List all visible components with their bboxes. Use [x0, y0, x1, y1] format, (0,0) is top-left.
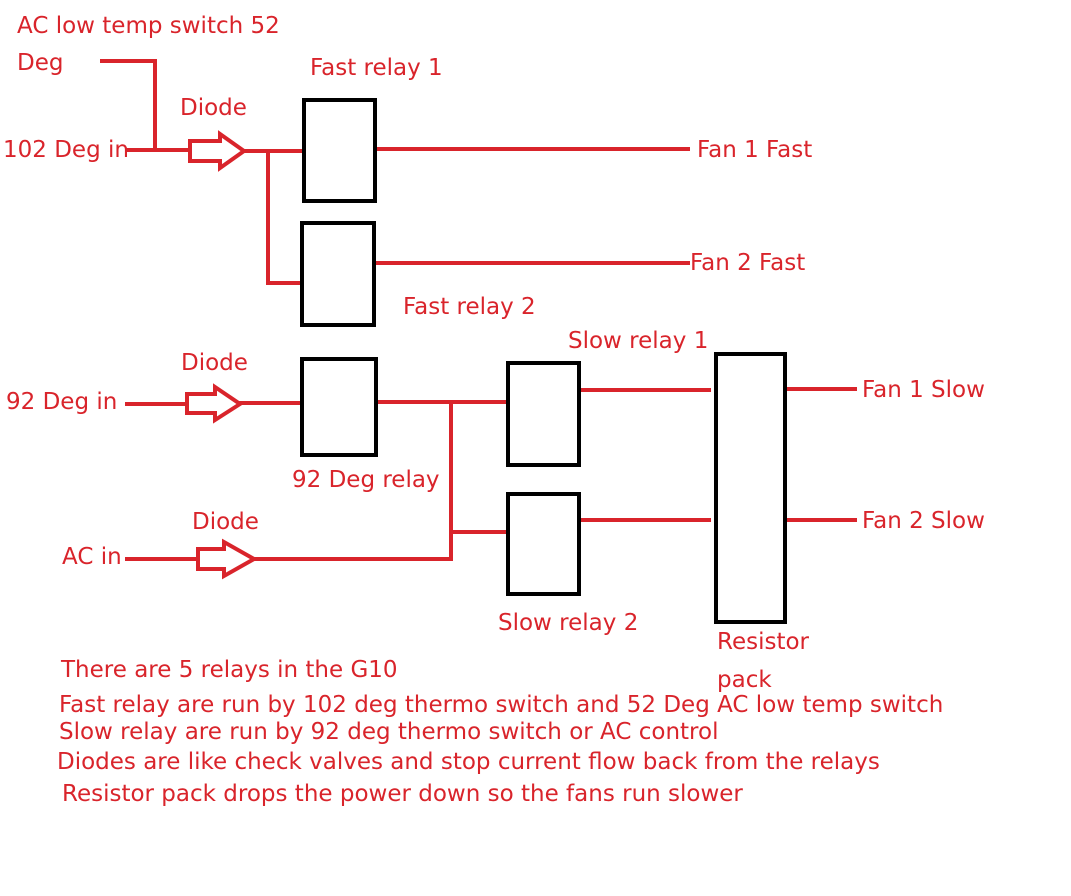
diode-bottom-label: Diode [192, 509, 259, 535]
wires [100, 59, 857, 561]
fan1-slow-label: Fan 1 Slow [862, 377, 985, 403]
ac-low-temp-switch-label-deg: Deg [17, 50, 64, 76]
note-line-3: Slow relay are run by 92 deg thermo swit… [59, 719, 719, 745]
92-deg-relay-label: 92 Deg relay [292, 467, 440, 493]
diode-bottom-arrow-icon [196, 538, 259, 580]
note-line-2: Fast relay are run by 102 deg thermo swi… [59, 692, 944, 718]
fast-relay-2-box [300, 221, 376, 327]
note-line-5: Resistor pack drops the power down so th… [62, 781, 743, 807]
diode-top-label: Diode [180, 95, 247, 121]
resistor-pack-label: Resistor [717, 629, 809, 655]
note-line-4: Diodes are like check valves and stop cu… [57, 749, 880, 775]
fast-relay-1-label: Fast relay 1 [310, 55, 443, 81]
fast-relay-2-feed-wire [266, 149, 305, 285]
slow-relay-2-label: Slow relay 2 [498, 610, 639, 636]
fast-relay-1-box [302, 98, 377, 203]
fan1-fast-label: Fan 1 Fast [697, 137, 813, 163]
diode-top-arrow-icon [188, 130, 248, 172]
92-deg-relay-box [300, 357, 378, 457]
note-line-1: There are 5 relays in the G10 [61, 657, 398, 683]
92-deg-in-label: 92 Deg in [6, 389, 118, 415]
diode-mid-arrow-icon [185, 383, 244, 424]
ac-in-label: AC in [62, 544, 122, 570]
fan2-slow-label: Fan 2 Slow [862, 508, 985, 534]
slow-relay-1-label: Slow relay 1 [568, 328, 709, 354]
fast-relay-2-label: Fast relay 2 [403, 294, 536, 320]
fan2-fast-label: Fan 2 Fast [690, 250, 806, 276]
diode-mid-label: Diode [181, 350, 248, 376]
resistor-pack-box [714, 352, 787, 624]
resistor-pack-label-pack: pack [717, 667, 772, 693]
102-deg-in-label: 102 Deg in [3, 137, 129, 163]
ac-low-temp-switch-label: AC low temp switch 52 [17, 13, 280, 39]
slow-relay-2-box [506, 492, 581, 596]
slow-relay-1-box [506, 361, 581, 467]
ac-low-temp-wire [100, 59, 157, 152]
